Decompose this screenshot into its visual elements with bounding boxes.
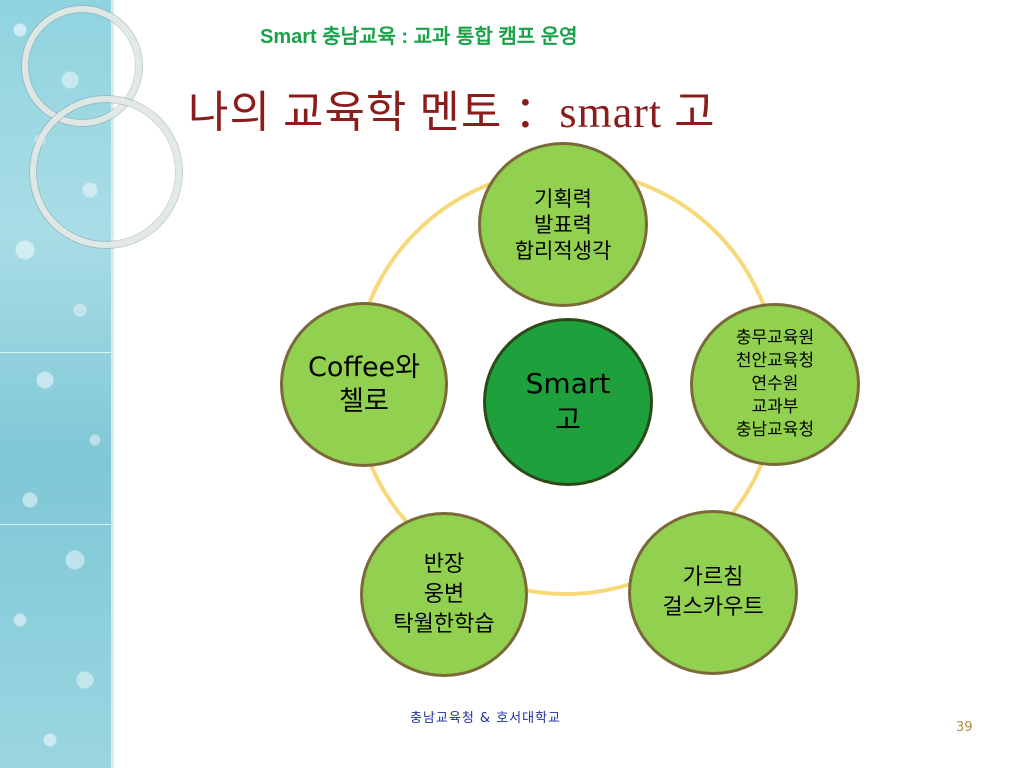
node-label: Coffee와 첼로 — [307, 351, 421, 417]
node-label: 충무교육원 천안교육청 연수원 교과부 충남교육청 — [735, 328, 815, 440]
strip-divider — [0, 352, 112, 353]
header-title: Smart 충남교육 : 교과 통합 캠프 운영 — [260, 26, 578, 48]
footer-credit: 충남교육청 & 호서대학교 — [410, 711, 562, 726]
node-institutions: 충무교육원 천안교육청 연수원 교과부 충남교육청 — [690, 303, 860, 466]
node-label: 기획력 발표력 합리적생각 — [514, 186, 612, 263]
decorative-ring — [30, 96, 182, 248]
node-hobby: Coffee와 첼로 — [280, 302, 448, 467]
node-teaching: 가르침 걸스카우트 — [628, 510, 798, 675]
node-leadership: 반장 웅변 탁월한학습 — [360, 512, 528, 677]
center-label: Smart 고 — [525, 367, 611, 436]
node-planning: 기획력 발표력 합리적생각 — [478, 142, 648, 307]
node-label: 가르침 걸스카우트 — [662, 564, 764, 620]
page-number: 39 — [956, 720, 973, 735]
slide-title: 나의 교육학 멘토 ：smart 고 — [188, 88, 716, 137]
node-center-smart: Smart 고 — [483, 318, 653, 486]
node-label: 반장 웅변 탁월한학습 — [393, 551, 495, 637]
strip-divider — [0, 524, 112, 525]
